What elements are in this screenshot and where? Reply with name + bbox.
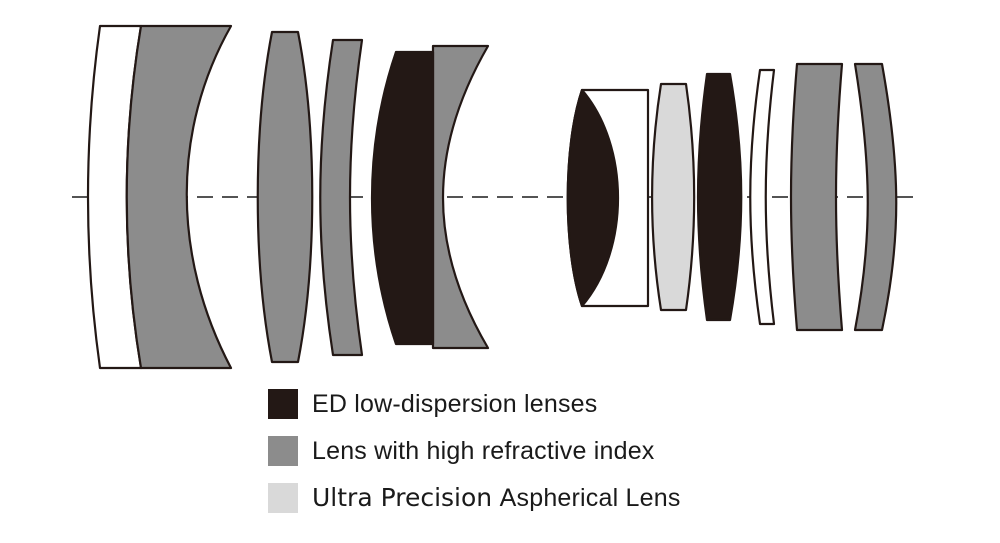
lens-element-7-ed <box>566 88 620 308</box>
legend: ED low-dispersion lenses Lens with high … <box>268 389 681 513</box>
lens-element-4-high-index <box>319 38 364 357</box>
legend-label-ed: ED low-dispersion lenses <box>312 389 598 418</box>
lens-element-6-high-index <box>431 44 490 350</box>
lens-element-12-high-index <box>853 62 898 332</box>
lens-element-11-high-index <box>789 62 844 332</box>
ed-lens-swatch-icon <box>268 389 298 419</box>
lens-element-3-high-index <box>256 30 314 364</box>
aspherical-lens-swatch-icon <box>268 483 298 513</box>
lens-element-2-high-index <box>125 24 233 370</box>
legend-row-high-index: Lens with high refractive index <box>268 436 681 466</box>
aspherical-lens-swatch-rect <box>268 483 298 513</box>
high-index-lens-swatch-rect <box>268 436 298 466</box>
legend-label-aspherical-rest: Aspherical Lens <box>499 484 681 512</box>
legend-label-aspherical-brand: Ultra Precision <box>312 483 493 512</box>
lens-element-8-aspherical <box>650 82 696 312</box>
ed-lens-swatch-rect <box>268 389 298 419</box>
lens-element-10-clear <box>749 68 776 326</box>
high-index-lens-swatch-icon <box>268 436 298 466</box>
lens-element-9-ed <box>696 72 743 322</box>
legend-row-ed: ED low-dispersion lenses <box>268 389 681 419</box>
legend-label-high-index: Lens with high refractive index <box>312 436 655 465</box>
lens-element-5-ed <box>370 50 435 346</box>
